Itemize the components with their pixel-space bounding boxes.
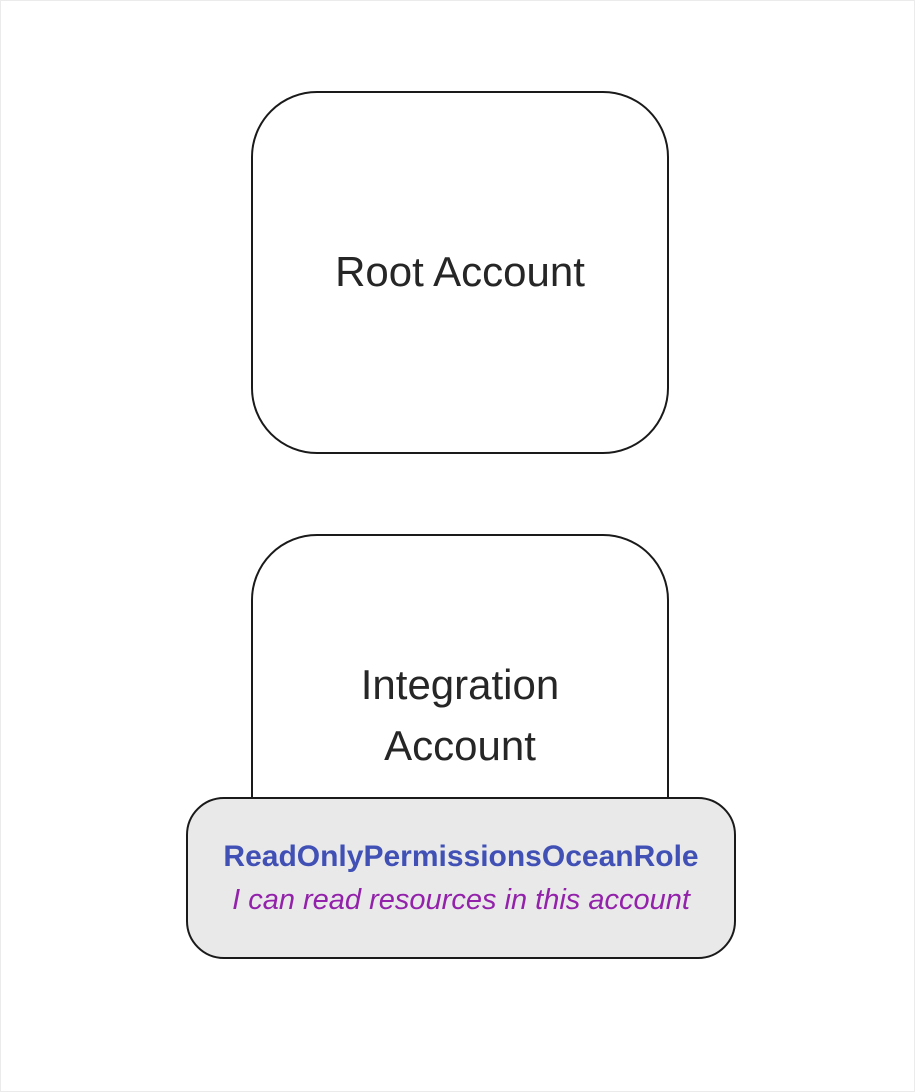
integration-account-label: Integration Account bbox=[360, 660, 560, 769]
role-badge: ReadOnlyPermissionsOceanRole I can read … bbox=[186, 797, 736, 959]
root-account-node: Root Account bbox=[251, 91, 669, 454]
root-account-label: Root Account bbox=[335, 248, 585, 296]
role-description-label: I can read resources in this account bbox=[232, 884, 690, 916]
role-name-label: ReadOnlyPermissionsOceanRole bbox=[223, 840, 699, 873]
